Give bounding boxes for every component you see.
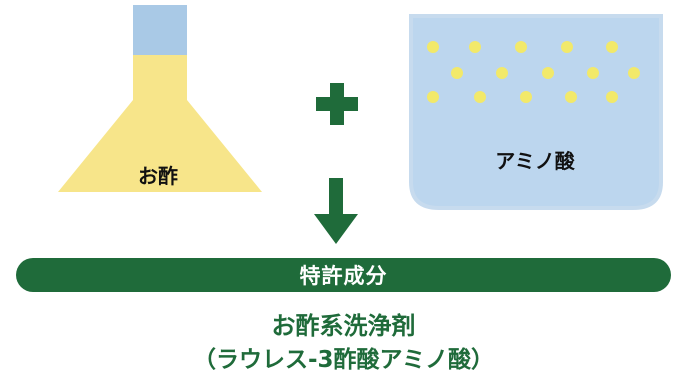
banner-label: 特許成分: [299, 264, 388, 288]
amino-acid-dots: [427, 41, 640, 103]
amino-acid-beaker: [409, 14, 663, 210]
plus-icon: [316, 83, 358, 125]
beaker-body: [409, 14, 663, 210]
beaker-label: アミノ酸: [495, 149, 575, 173]
flask-neck-top: [133, 5, 187, 55]
product-subtitle: （ラウレス-3酢酸アミノ酸）: [192, 347, 495, 373]
patent-ingredient-banner: 特許成分: [16, 258, 671, 292]
product-title: お酢系洗浄剤: [271, 312, 416, 340]
down-arrow-icon: [314, 178, 358, 244]
vinegar-flask: [58, 5, 262, 192]
flask-body: [58, 55, 262, 192]
flask-label: お酢: [138, 164, 178, 188]
